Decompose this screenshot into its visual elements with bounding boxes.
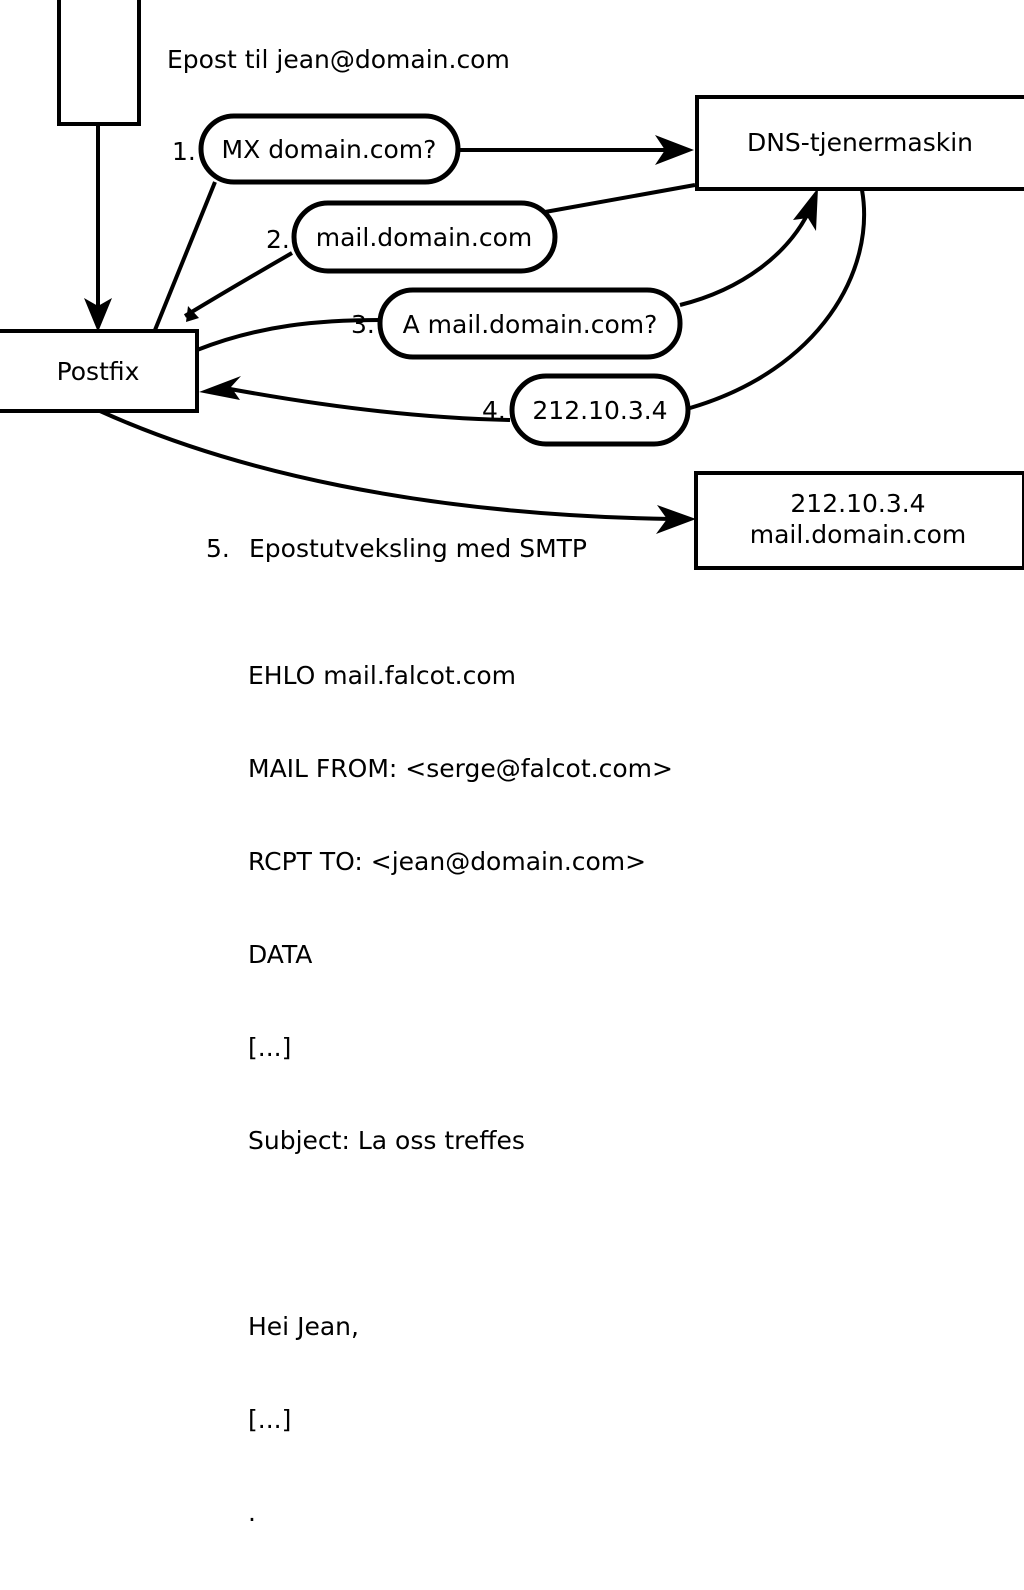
step-number-2: 2. xyxy=(266,225,290,254)
edge-dns-to-maildomain xyxy=(544,183,696,214)
step-number-5: 5. xyxy=(206,534,230,563)
edge-postfix-to-mx xyxy=(153,181,217,331)
edge-maildomain-to-postfix xyxy=(160,251,293,330)
edge-ipreply-to-postfix xyxy=(199,376,511,422)
edge-aquery-to-dns xyxy=(679,188,818,307)
node-postfix-label: Postfix xyxy=(57,357,140,386)
diagram-svg: Postfix DNS-tjenermaskin 212.10.3.4 mail… xyxy=(0,0,1024,570)
smtp-line: [...] xyxy=(248,1405,292,1434)
pill-step-2-label: mail.domain.com xyxy=(316,223,532,252)
step-5-label: Epostutveksling med SMTP xyxy=(249,534,587,563)
smtp-line: EHLO mail.falcot.com xyxy=(248,661,517,690)
node-client-box xyxy=(57,0,141,126)
node-postfix-box xyxy=(0,329,199,413)
pill-step-1 xyxy=(198,113,461,185)
pill-step-4-label: 212.10.3.4 xyxy=(532,396,667,425)
smtp-line: Hei Jean, xyxy=(248,1312,359,1341)
pill-step-1-label: MX domain.com? xyxy=(222,135,437,164)
node-mailserver-ip: 212.10.3.4 xyxy=(790,489,925,518)
edge-postfix-to-mailserver xyxy=(99,409,696,534)
node-dns-label: DNS-tjenermaskin xyxy=(747,128,973,157)
pill-step-3-label: A mail.domain.com? xyxy=(403,310,658,339)
edge-postfix-to-aquery xyxy=(196,318,381,352)
step-number-3: 3. xyxy=(351,310,375,339)
edge-mx-to-dns xyxy=(459,135,694,165)
caption-epost-til: Epost til jean@domain.com xyxy=(167,45,510,74)
pill-step-3 xyxy=(377,287,683,360)
smtp-line-blank xyxy=(248,1218,673,1249)
edge-client-to-postfix xyxy=(84,124,112,332)
smtp-line: DATA xyxy=(248,940,313,969)
smtp-transcript: EHLO mail.falcot.com MAIL FROM: <serge@f… xyxy=(248,598,673,1590)
diagram-canvas: Postfix DNS-tjenermaskin 212.10.3.4 mail… xyxy=(0,0,1024,1527)
smtp-line: RCPT TO: <jean@domain.com> xyxy=(248,847,647,876)
pill-step-2 xyxy=(291,200,558,274)
node-dns-box xyxy=(695,95,1024,191)
edge-dns-to-ipreply xyxy=(689,189,867,410)
pill-step-4 xyxy=(509,373,691,447)
smtp-line: Subject: La oss treffes xyxy=(248,1126,525,1155)
smtp-line: . xyxy=(248,1498,256,1527)
step-number-4: 4. xyxy=(482,396,506,425)
step-number-1: 1. xyxy=(172,137,196,166)
node-mailserver-box xyxy=(694,471,1024,570)
smtp-line: [...] xyxy=(248,1033,292,1062)
node-mailserver-host: mail.domain.com xyxy=(750,520,966,549)
smtp-line: MAIL FROM: <serge@falcot.com> xyxy=(248,754,673,783)
